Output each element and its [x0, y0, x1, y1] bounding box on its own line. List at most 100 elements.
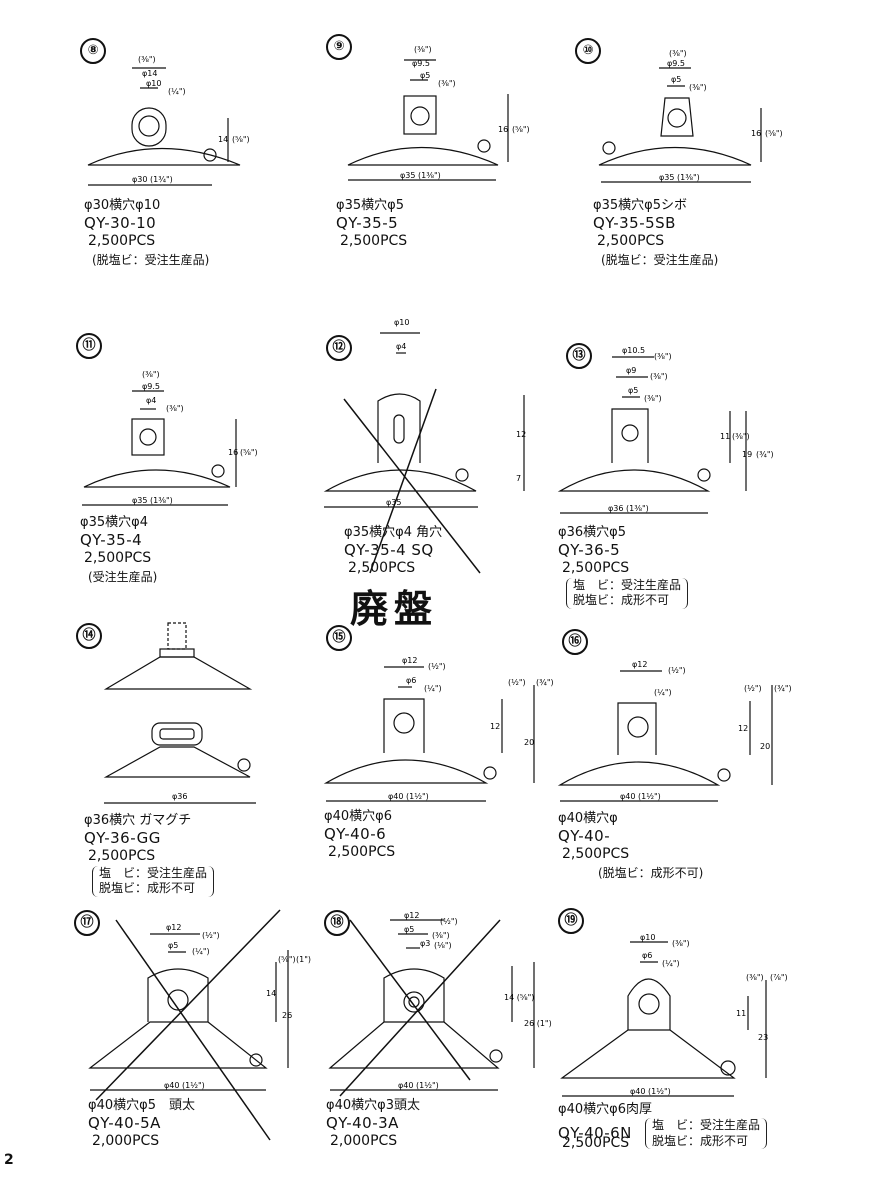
dimension-label: φ12	[402, 656, 417, 665]
dimension-label: 12	[738, 724, 748, 733]
dimension-label: (⅜")	[669, 49, 687, 58]
dimension-label: φ35	[386, 498, 401, 507]
dimension-label: (¾")	[536, 678, 554, 687]
dimension-label: (¼")	[192, 947, 210, 956]
dimension-label: φ12	[166, 923, 181, 932]
dimension-label: 14	[218, 135, 228, 144]
catalog-item-12: ⑫ φ10 φ4 12 7 φ35 φ35横穴φ4 角穴 QY-35-4 SQ …	[320, 315, 600, 600]
dimension-label: 14 (⅝")	[504, 993, 534, 1002]
item-number: ⑪	[76, 333, 102, 359]
dimension-label: φ6	[642, 951, 652, 960]
item-label: φ36横穴φ5 QY-36-5 2,500PCS 塩 ビ：受注生産品脱塩ビ：成形…	[558, 525, 689, 609]
dimension-label: φ6	[406, 676, 416, 685]
dimension-label: (¼")	[654, 688, 672, 697]
dimension-label: φ30 (1¾")	[132, 175, 173, 184]
dimension-label: 16	[228, 448, 238, 457]
item-number: ⑱	[324, 910, 350, 936]
dimension-label: φ40 (1½")	[388, 792, 429, 801]
item-number: ⑫	[326, 335, 352, 361]
suction-cup-drawing: (⅜") φ9.5 φ4 (⅜") 16 (⅝") φ35 (1⅜")	[82, 370, 258, 506]
item-number: ⑯	[562, 629, 588, 655]
dimension-label: (⅜")	[432, 931, 450, 940]
item-label: φ36横穴 ガマグチ QY-36-GG 2,500PCS 塩 ビ：受注生産品脱塩…	[84, 813, 215, 897]
suction-cup-drawing: (⅜") φ14 φ10 (¼") 14 (⅝") φ30 (1¾")	[87, 55, 250, 186]
dimension-label: (⅜")	[644, 394, 662, 403]
catalog-item-8: ⑧ (⅜") φ14 φ10 (¼") 14 (⅝") φ30 (1¾") φ3…	[60, 20, 340, 305]
dimension-label: (⅞")	[770, 973, 788, 982]
dimension-label: φ35 (1⅜")	[400, 171, 441, 180]
catalog-item-15: ⑮ φ12 (½") φ6 (¼") 12 (½") 20 (¾") φ40 (…	[320, 605, 600, 890]
dimension-label: φ5	[420, 71, 430, 80]
dimension-label: φ12	[632, 660, 647, 669]
dimension-label: (⅜")	[672, 939, 690, 948]
dimension-label: (⅜")	[650, 372, 668, 381]
item-label: φ35横穴φ4 QY-35-4 2,500PCS (受注生産品)	[80, 515, 158, 584]
item-label: φ35横穴φ5シボ QY-35-5SB 2,500PCS (脱塩ビ：受注生産品)	[593, 198, 719, 267]
dimension-label: 11	[720, 432, 730, 441]
dimension-label: (⅜")	[142, 370, 160, 379]
dimension-label: (¼")	[424, 684, 442, 693]
suction-cup-drawing: φ36	[103, 622, 256, 804]
dimension-label: φ36 (1⅜")	[608, 504, 649, 513]
dimension-label: φ40 (1½")	[164, 1081, 205, 1090]
dimension-label: 20	[524, 738, 534, 747]
dimension-label: φ9.5	[412, 59, 430, 68]
catalog-item-10: ⑩ (⅜") φ9.5 φ5 (⅜") 16 (⅝") φ35 (1⅜") φ3…	[575, 20, 855, 305]
dimension-label: 23	[758, 1033, 768, 1042]
item-label: φ30横穴φ10 QY-30-10 2,500PCS (脱塩ビ：受注生産品)	[84, 198, 210, 267]
dimension-label: φ10.5	[622, 346, 645, 355]
dimension-label: φ40 (1½")	[630, 1087, 671, 1096]
suction-cup-drawing: φ12 (½") (¼") 12 (½") 20 (¾") φ40 (1½")	[557, 660, 792, 802]
dimension-label: φ5	[168, 941, 178, 950]
dimension-label: φ10	[394, 318, 409, 327]
dimension-label: 26 (1")	[524, 1019, 552, 1028]
item-label: φ35横穴φ5 QY-35-5 2,500PCS	[336, 198, 408, 249]
dimension-label: (¾")	[774, 684, 792, 693]
dimension-label: (⅜")	[732, 432, 750, 441]
dimension-label: φ10	[640, 933, 655, 942]
item-number: ⑨	[326, 34, 352, 60]
item-label: φ35横穴φ4 角穴 QY-35-4 SQ 2,500PCS	[344, 525, 443, 576]
dimension-label: (⅝")	[512, 125, 530, 134]
catalog-item-18: ⑱ φ12 (½") φ5 (⅜") φ3 (⅛") 14 (⅝") 26 (1…	[320, 900, 600, 1185]
dimension-label: φ4	[146, 396, 156, 405]
dimension-label: φ12	[404, 911, 419, 920]
dimension-label: 16	[751, 129, 761, 138]
dimension-label: (⅜")	[654, 352, 672, 361]
suction-cup-drawing: (⅜") φ9.5 φ5 (⅜") 16 (⅝") φ35 (1⅜")	[347, 45, 530, 181]
dimension-label: φ40 (1½")	[620, 792, 661, 801]
dimension-label: φ10	[146, 79, 161, 88]
catalog-item-11: ⑪ (⅜") φ9.5 φ4 (⅜") 16 (⅝") φ35 (1⅜") φ3…	[60, 315, 340, 600]
item-number: ⑰	[74, 910, 100, 936]
page-number: 2	[4, 1152, 14, 1168]
note-box: 塩 ビ：受注生産品脱塩ビ：成形不可	[566, 577, 689, 609]
dimension-label: 12	[490, 722, 500, 731]
dimension-label: 26	[282, 1011, 292, 1020]
catalog-item-14: ⑭ φ36 φ36横穴 ガマグチ QY-36-GG 2,500PCS 塩 ビ：受…	[60, 605, 340, 897]
suction-cup-drawing: φ12 (½") φ5 (⅜") φ3 (⅛") 14 (⅝") 26 (1")…	[328, 911, 552, 1097]
dimension-label: (⅜")	[414, 45, 432, 54]
dimension-label: (½")	[202, 931, 220, 940]
item-label: φ40横穴φ6 QY-40-6 2,500PCS	[324, 809, 396, 860]
note-box: 塩 ビ：受注生産品脱塩ビ：成形不可	[92, 865, 215, 897]
dimension-label: 20	[760, 742, 770, 751]
dimension-label: φ35 (1⅜")	[659, 173, 700, 182]
dimension-label: (⅝")	[765, 129, 783, 138]
dimension-label: (⅝")	[278, 955, 296, 964]
dimension-label: (½")	[668, 666, 686, 675]
dimension-label: φ40 (1½")	[398, 1081, 439, 1090]
dimension-label: (¾")	[756, 450, 774, 459]
dimension-label: φ35 (1⅜")	[132, 496, 173, 505]
dimension-label: (⅜")	[166, 404, 184, 413]
dimension-label: φ36	[172, 792, 187, 801]
dimension-label: φ4	[396, 342, 406, 351]
item-label: φ40横穴φ3頭太 QY-40-3A 2,000PCS	[326, 1098, 420, 1149]
item-number: ⑭	[76, 623, 102, 649]
suction-cup-drawing: φ10 φ4 12 7 φ35	[323, 318, 526, 574]
dimension-label: φ5	[671, 75, 681, 84]
item-number: ⑮	[326, 625, 352, 651]
dimension-label: φ5	[404, 925, 414, 934]
dimension-label: (⅜")	[689, 83, 707, 92]
suction-cup-drawing: (⅜") φ9.5 φ5 (⅜") 16 (⅝") φ35 (1⅜")	[598, 49, 783, 183]
dimension-label: (½")	[428, 662, 446, 671]
